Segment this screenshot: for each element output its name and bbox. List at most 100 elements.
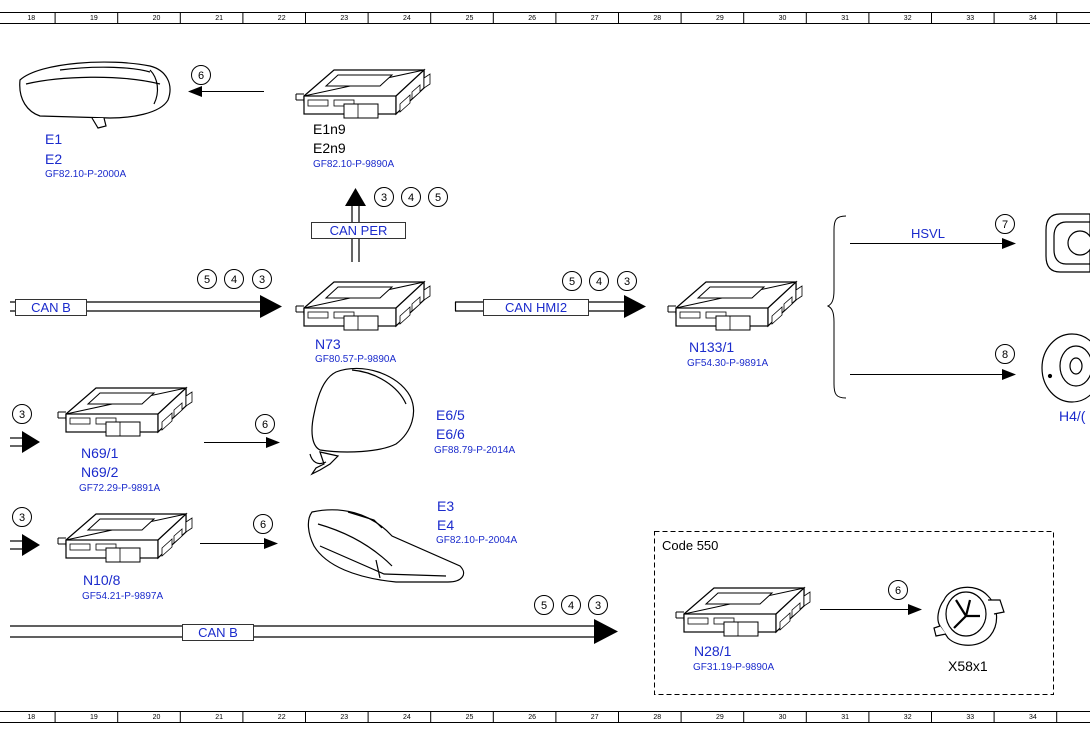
reference-circle-n69-in: 3 — [12, 404, 32, 424]
ruler-column-number: 19 — [90, 714, 98, 721]
svg-text:3: 3 — [595, 600, 601, 612]
ruler-column-number: 33 — [966, 714, 974, 721]
ruler-column-number: 21 — [215, 714, 223, 721]
headlamp-drawing — [19, 61, 171, 129]
headlamp-label-e2: E2 — [45, 151, 63, 167]
can-hmi2-label: CAN HMI2 — [483, 299, 589, 316]
svg-text:6: 6 — [198, 70, 204, 82]
svg-text:3: 3 — [259, 274, 265, 286]
reference-circle-can-b-bottom: 3 — [588, 595, 608, 615]
n69-1-label: N69/1 — [81, 445, 119, 461]
svg-text:3: 3 — [381, 192, 387, 204]
ruler-column-number: 28 — [653, 714, 661, 721]
ruler-column-number: 32 — [904, 714, 912, 721]
n28-label: N28/1 — [694, 643, 732, 659]
reference-circle-n108-in: 3 — [12, 507, 32, 527]
ruler-column-number: 30 — [779, 714, 787, 721]
svg-text:4: 4 — [408, 192, 414, 204]
hsvl-unit-drawing — [1045, 213, 1090, 273]
ruler-column-number: 20 — [153, 714, 161, 721]
svg-text:3: 3 — [19, 409, 25, 421]
e1n9-label: E1n9 — [313, 121, 346, 137]
reference-circle-headlamp-arrow: 6 — [191, 65, 211, 85]
n69-ref[interactable]: GF72.29-P-9891A — [79, 483, 161, 494]
reference-circle-n108-out: 6 — [253, 514, 273, 534]
mirror-ref[interactable]: GF88.79-P-2014A — [434, 445, 516, 456]
reference-circle-n69-out: 6 — [255, 414, 275, 434]
svg-text:5: 5 — [541, 600, 547, 612]
ruler-column-number: 29 — [716, 15, 724, 22]
ruler-column-number: 21 — [215, 15, 223, 22]
reference-circle-h4-arrow: 8 — [995, 344, 1015, 364]
ruler-column-number: 18 — [27, 714, 35, 721]
ruler-column-number: 24 — [403, 714, 411, 721]
reference-circle-can-hmi2: 4 — [589, 271, 609, 291]
n69-2-label: N69/2 — [81, 464, 119, 480]
hsvl-label: HSVL — [911, 226, 945, 241]
svg-text:3: 3 — [624, 276, 630, 288]
e1n9-ref[interactable]: GF82.10-P-9890A — [313, 159, 395, 170]
n108-label: N10/8 — [83, 572, 121, 588]
n28-ref[interactable]: GF31.19-P-9890A — [693, 662, 775, 673]
mirror-label-e65: E6/5 — [436, 407, 465, 423]
ruler-column-number: 31 — [841, 15, 849, 22]
ruler-column-number: 24 — [403, 15, 411, 22]
svg-text:4: 4 — [596, 276, 602, 288]
reference-circle-hsvl: 7 — [995, 214, 1015, 234]
ruler-column-number: 27 — [591, 15, 599, 22]
reference-circle-can-hmi2: 3 — [617, 271, 637, 291]
ruler-column-number: 26 — [528, 15, 536, 22]
reference-circle-can-per: 3 — [374, 187, 394, 207]
n73-ref[interactable]: GF80.57-P-9890A — [315, 354, 397, 365]
h4-label: H4/( — [1059, 408, 1086, 424]
ruler-column-number: 28 — [653, 15, 661, 22]
svg-text:6: 6 — [260, 519, 266, 531]
n133-label: N133/1 — [689, 339, 735, 355]
ruler-column-number: 23 — [340, 714, 348, 721]
taillamp-ref[interactable]: GF82.10-P-2004A — [436, 535, 518, 546]
n28-control-unit-drawing — [675, 587, 811, 637]
n108-ref[interactable]: GF54.21-P-9897A — [82, 591, 164, 602]
ruler-column-number: 32 — [904, 15, 912, 22]
reference-circle-can-b-bottom: 5 — [534, 595, 554, 615]
reference-circle-n28-out: 6 — [888, 580, 908, 600]
reference-circle-can-b-top: 4 — [224, 269, 244, 289]
ruler-column-number: 25 — [466, 714, 474, 721]
ruler-column-number: 29 — [716, 714, 724, 721]
svg-text:5: 5 — [204, 274, 210, 286]
ruler-column-number: 22 — [278, 15, 286, 22]
svg-text:4: 4 — [231, 274, 237, 286]
svg-text:3: 3 — [19, 512, 25, 524]
svg-text:7: 7 — [1002, 219, 1008, 231]
ruler-column-number: 22 — [278, 714, 286, 721]
branch-brace — [826, 215, 847, 399]
ruler-column-number: 20 — [153, 15, 161, 22]
h4-speaker-drawing — [1041, 333, 1090, 403]
n69-control-unit-drawing — [57, 387, 193, 437]
svg-text:4: 4 — [568, 600, 574, 612]
n133-control-unit-drawing — [667, 281, 803, 331]
x58-label: X58x1 — [948, 658, 988, 674]
e1n9-control-unit-drawing — [295, 69, 431, 119]
svg-text:6: 6 — [262, 419, 268, 431]
ruler-column-number: 19 — [90, 15, 98, 22]
reference-circle-can-b-top: 5 — [197, 269, 217, 289]
n73-label: N73 — [315, 336, 341, 352]
n69-input-arrow — [10, 431, 40, 453]
ruler-column-number: 23 — [340, 15, 348, 22]
mirror-label-e66: E6/6 — [436, 426, 465, 442]
n133-ref[interactable]: GF54.30-P-9891A — [687, 358, 769, 369]
mirror-drawing — [309, 367, 415, 476]
reference-circle-can-per: 4 — [401, 187, 421, 207]
reference-circle-can-b-top: 3 — [252, 269, 272, 289]
headlamp-ref[interactable]: GF82.10-P-2000A — [45, 169, 127, 180]
ruler-column-number: 31 — [841, 714, 849, 721]
can-b-bottom-line — [10, 619, 618, 644]
taillamp-label-e4: E4 — [437, 517, 455, 533]
n108-control-unit-drawing — [57, 513, 193, 563]
svg-text:6: 6 — [895, 585, 901, 597]
